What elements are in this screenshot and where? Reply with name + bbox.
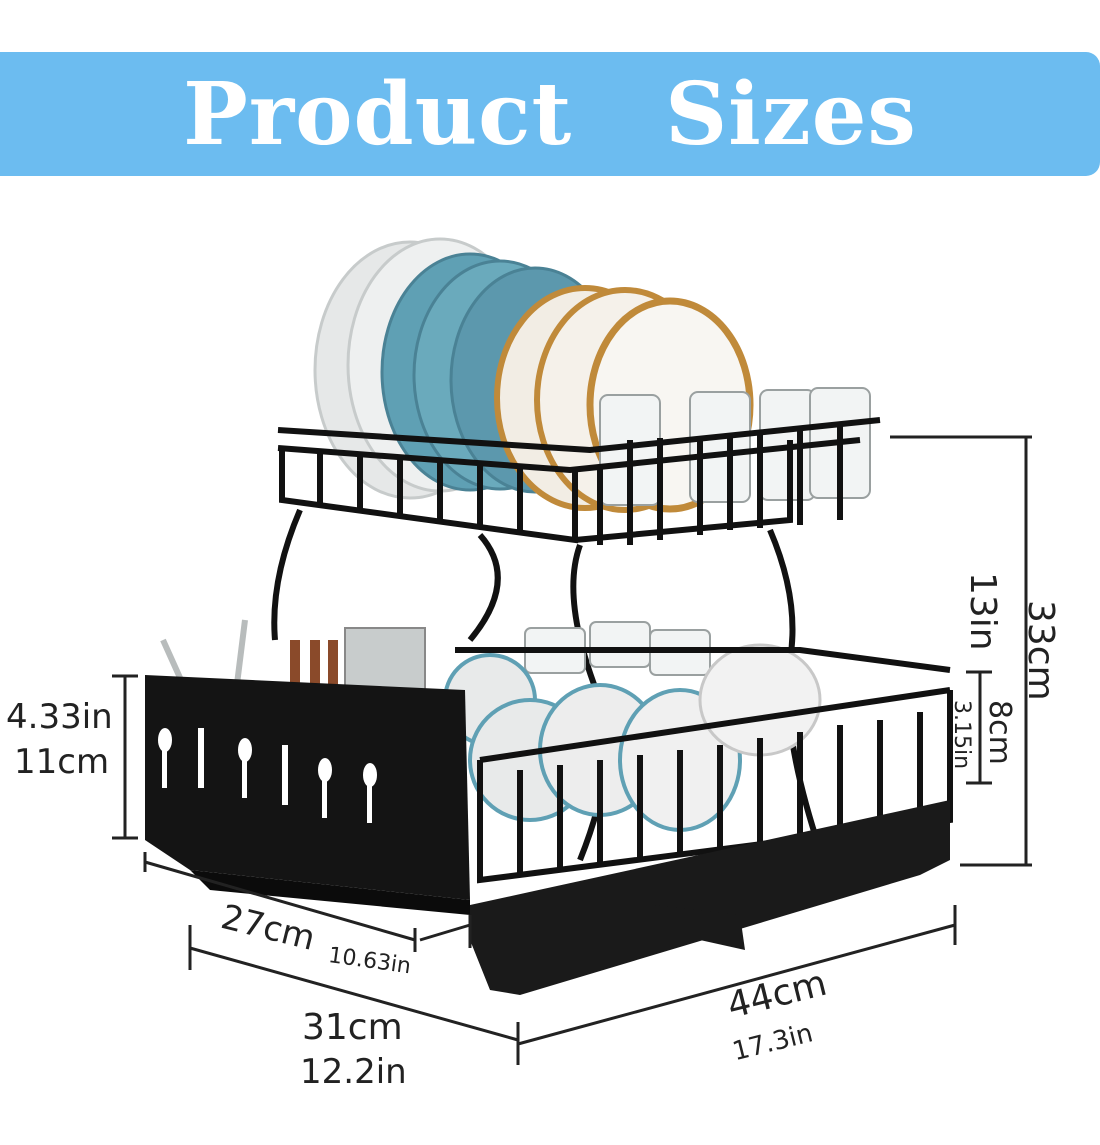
depth-in-label: 12.2in [300, 1052, 407, 1092]
title-banner: Product Sizes [0, 52, 1100, 176]
caddy-height-in-label: 4.33in [6, 697, 113, 737]
caddy-height-cm-label: 11cm [14, 742, 110, 782]
drip-tray [470, 800, 950, 995]
dimension-lines [112, 435, 1032, 1065]
total-height-in-label: 13in [962, 572, 1003, 651]
utensil-caddy [145, 619, 470, 915]
total-height-cm-label: 33cm [1020, 600, 1061, 701]
tier-gap-in-label: 3.15in [949, 700, 974, 770]
depth-cm-label: 31cm [302, 1007, 403, 1048]
top-rack [271, 417, 881, 862]
drain-spout [655, 905, 745, 950]
tier-gap-cm-label: 8cm [982, 700, 1017, 765]
bottom-rack [455, 647, 953, 884]
bottom-dishes [443, 621, 822, 832]
banner-title: Product Sizes [183, 63, 917, 165]
